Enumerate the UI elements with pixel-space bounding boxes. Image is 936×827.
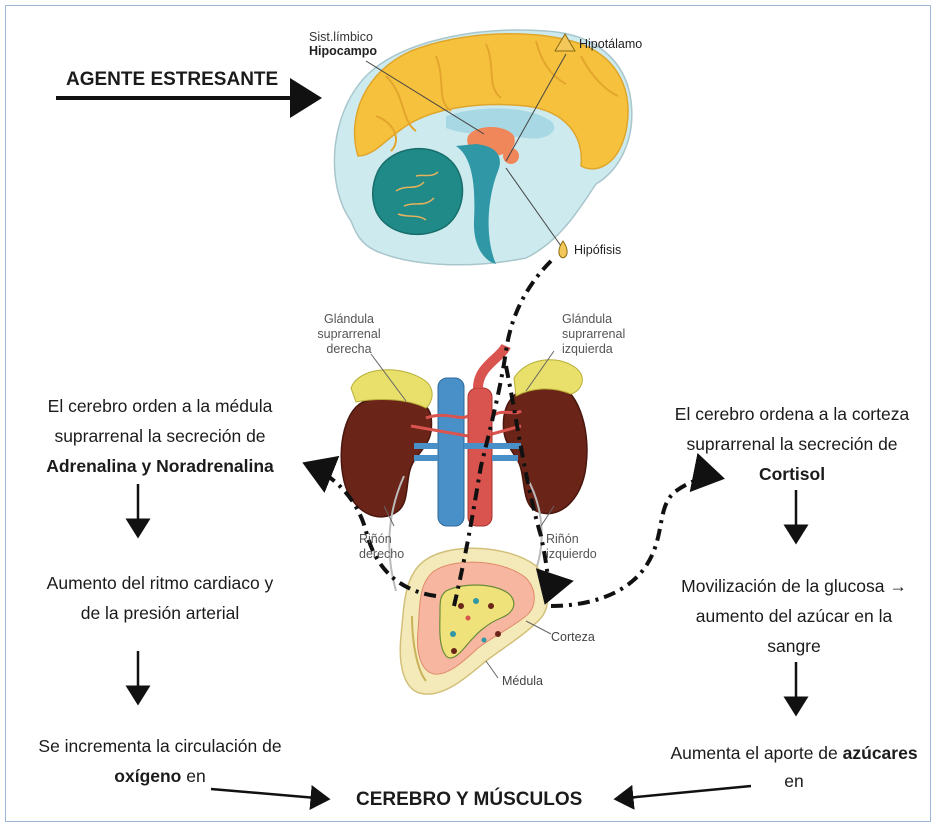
right-order-line2: suprarrenal la secreción de [654, 432, 930, 456]
brain-illustration [334, 30, 631, 265]
azucares-word: azúcares [843, 743, 918, 763]
right-effect-line2: aumento del azúcar en la [658, 604, 930, 628]
glandula-derecha-label: Glándula suprarrenal derecha [304, 312, 394, 357]
glandula-izquierda-line1: Glándula [562, 312, 625, 327]
glandula-izquierda-line2: suprarrenal [562, 327, 625, 342]
right-result-pre: Aumenta el aporte de [670, 743, 842, 763]
left-result-en: en [181, 766, 205, 786]
right-order-line3: Cortisol [654, 462, 930, 486]
agente-estresante-label: AGENTE ESTRESANTE [66, 68, 278, 92]
left-order-line1: El cerebro orden a la médula [20, 394, 300, 418]
rinon-derecho-label: Riñón derecho [359, 532, 404, 562]
left-effect-line1: Aumento del ritmo cardiaco y [16, 571, 304, 595]
left-order-line3: Adrenalina y Noradrenalina [20, 454, 300, 478]
left-result-line1: Se incrementa la circulación de [12, 734, 308, 758]
glandula-derecha-line1: Glándula [304, 312, 394, 327]
corteza-label: Corteza [551, 630, 595, 645]
hipofisis-label: Hipófisis [574, 243, 621, 258]
right-order-line1: El cerebro ordena a la corteza [654, 402, 930, 426]
rinon-derecho-line2: derecho [359, 547, 404, 562]
medula-label: Médula [502, 674, 543, 689]
rinon-izquierdo-line2: izquierdo [546, 547, 597, 562]
left-effect-text: Aumento del ritmo cardiaco y de la presi… [16, 571, 304, 625]
adrenal-cross-section [400, 548, 548, 694]
glandula-derecha-line3: derecha [304, 342, 394, 357]
rinon-izquierdo-label: Riñón izquierdo [546, 532, 597, 562]
right-result-line1: Aumenta el aporte de azúcares [658, 741, 930, 765]
right-order-text: El cerebro ordena a la corteza suprarren… [654, 402, 930, 486]
right-result-line2: en [658, 769, 930, 793]
cerebro-musculos-label: CEREBRO Y MÚSCULOS [356, 788, 582, 812]
hipotalamo-label: Hipotálamo [579, 37, 642, 52]
rinon-derecho-line1: Riñón [359, 532, 404, 547]
right-effect-line3: sangre [658, 634, 930, 658]
left-effect-line2: de la presión arterial [16, 601, 304, 625]
glandula-izquierda-label: Glándula suprarrenal izquierda [562, 312, 625, 357]
glandula-izquierda-line3: izquierda [562, 342, 625, 357]
rinon-izquierdo-line1: Riñón [546, 532, 597, 547]
right-effect-text: Movilización de la glucosa → aumento del… [658, 574, 930, 658]
hipofisis-icon [559, 241, 567, 258]
hipocampo-label: Hipocampo [309, 44, 377, 59]
sist-limbico-label: Sist.límbico [309, 30, 373, 45]
right-result-text: Aumenta el aporte de azúcares en [658, 741, 930, 793]
figure-frame: AGENTE ESTRESANTE Sist.límbico Hipocampo… [5, 5, 931, 822]
left-result-text: Se incrementa la circulación de oxígeno … [12, 734, 308, 788]
left-order-line2: suprarrenal la secreción de [20, 424, 300, 448]
oxigeno-word: oxígeno [114, 766, 181, 786]
right-effect-line1: Movilización de la glucosa → [658, 574, 930, 598]
left-order-text: El cerebro orden a la médula suprarrenal… [20, 394, 300, 478]
glandula-derecha-line2: suprarrenal [304, 327, 394, 342]
left-result-line2: oxígeno en [12, 764, 308, 788]
